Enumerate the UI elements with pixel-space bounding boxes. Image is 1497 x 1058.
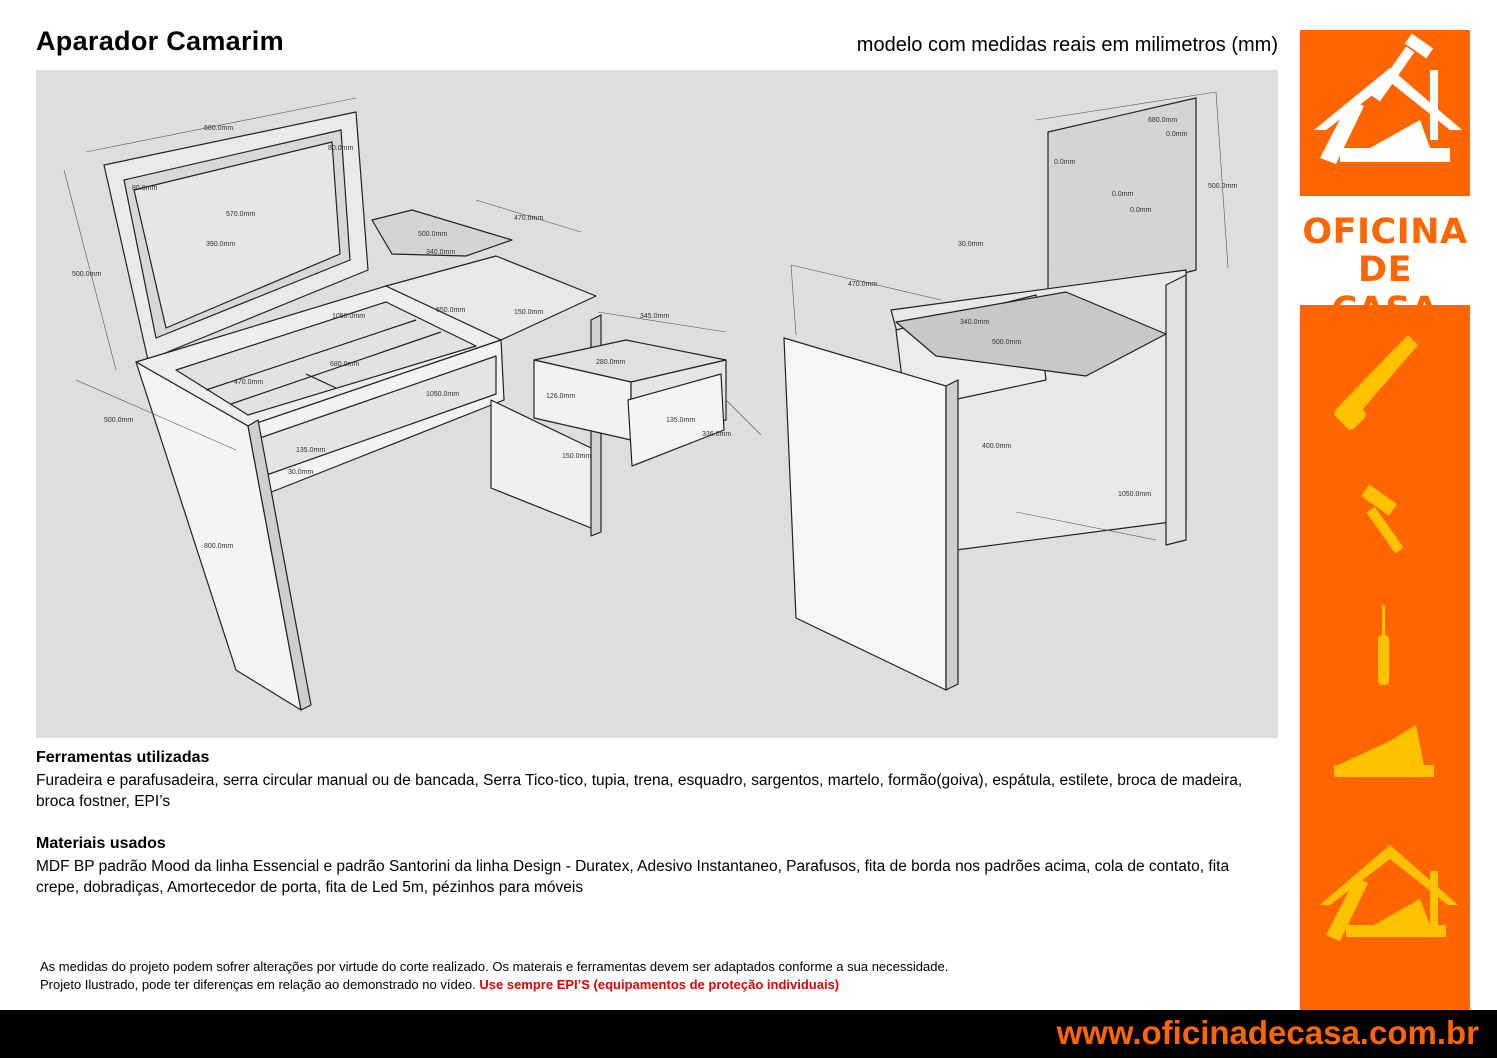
- dim-label: 500.0mm: [72, 271, 101, 278]
- dim-label: 680.0mm: [330, 361, 359, 368]
- website-link[interactable]: www.oficinadecasa.com.br: [1056, 1014, 1479, 1051]
- dim-label: 336.0mm: [702, 431, 731, 438]
- hammer-icon: [1361, 484, 1404, 554]
- dim-label: 345.0mm: [640, 313, 669, 320]
- dim-label: 150.0mm: [562, 453, 591, 460]
- page-title: Aparador Camarim: [36, 26, 284, 56]
- dim-label: 80.0mm: [328, 145, 353, 152]
- dim-label: 280.0mm: [596, 359, 625, 366]
- logo-text-line-1: OFICINA: [1302, 212, 1468, 252]
- dim-label: 800.0mm: [204, 543, 233, 550]
- dim-label: 570.0mm: [226, 211, 255, 218]
- dim-label: 500.0mm: [1208, 183, 1237, 190]
- dim-label: 30.0mm: [288, 469, 313, 476]
- dim-label: 0.0mm: [1130, 207, 1152, 214]
- page-subtitle: modelo com medidas reais em milimetros (…: [856, 34, 1278, 56]
- dim-label: 126.0mm: [546, 393, 575, 400]
- dim-label: 340.0mm: [426, 249, 455, 256]
- logo-emblem: [1300, 30, 1470, 196]
- dim-label: 500.0mm: [418, 231, 447, 238]
- dim-label: 30.0mm: [958, 241, 983, 248]
- dim-label: 1050.0mm: [1118, 491, 1151, 498]
- dim-label: 0.0mm: [1054, 159, 1076, 166]
- safety-warning: Use sempre EPI’S (equipamentos de proteç…: [479, 977, 840, 992]
- dim-label: 135.0mm: [666, 417, 695, 424]
- dim-label: 680.0mm: [1148, 117, 1177, 124]
- dim-label: 1050.0mm: [332, 313, 365, 320]
- tools-house-icon: [1320, 845, 1458, 941]
- tools-text: Furadeira e parafusadeira, serra circula…: [36, 772, 1243, 810]
- dim-label: 500.0mm: [992, 339, 1021, 346]
- dim-label: 150.0mm: [514, 309, 543, 316]
- dim-label: 500.0mm: [104, 417, 133, 424]
- technical-drawing: 680.0mm 80.0mm 80.0mm 570.0mm 390.0mm 50…: [36, 70, 1278, 738]
- dim-label: 0.0mm: [1112, 191, 1134, 198]
- tools-house-icon: [1314, 33, 1462, 164]
- dim-label: 0.0mm: [1166, 131, 1188, 138]
- dim-label: 680.0mm: [204, 125, 233, 132]
- tools-sidebar: [1300, 305, 1470, 1015]
- dim-label: 470.0mm: [514, 215, 543, 222]
- dim-label: 650.0mm: [436, 307, 465, 314]
- disclaimer-line-2: Projeto Ilustrado, pode ter diferenças e…: [40, 976, 839, 994]
- dim-label: 470.0mm: [234, 379, 263, 386]
- disclaimer-text: Projeto Ilustrado, pode ter diferenças e…: [40, 977, 480, 992]
- materials-text: MDF BP padrão Mood da linha Essencial e …: [36, 858, 1230, 896]
- disclaimer-line-1: As medidas do projeto podem sofrer alter…: [40, 959, 949, 974]
- footer-bar: www.oficinadecasa.com.br: [0, 1010, 1497, 1058]
- tools-heading: Ferramentas utilizadas: [36, 749, 210, 766]
- dim-label: 470.0mm: [848, 281, 877, 288]
- dim-label: 80.0mm: [132, 185, 157, 192]
- plane-icon: [1334, 725, 1434, 777]
- dim-label: 1050.0mm: [426, 391, 459, 398]
- furniture-3d-illustration: 680.0mm 80.0mm 80.0mm 570.0mm 390.0mm 50…: [63, 91, 1237, 711]
- saw-icon: [1334, 335, 1418, 430]
- dim-label: 340.0mm: [960, 319, 989, 326]
- tools-sidebar-graphic: [1320, 335, 1458, 941]
- dim-label: 135.0mm: [296, 447, 325, 454]
- screwdriver-icon: [1378, 605, 1389, 685]
- materials-heading: Materiais usados: [36, 835, 166, 852]
- dim-label: 400.0mm: [982, 443, 1011, 450]
- dim-label: 390.0mm: [206, 241, 235, 248]
